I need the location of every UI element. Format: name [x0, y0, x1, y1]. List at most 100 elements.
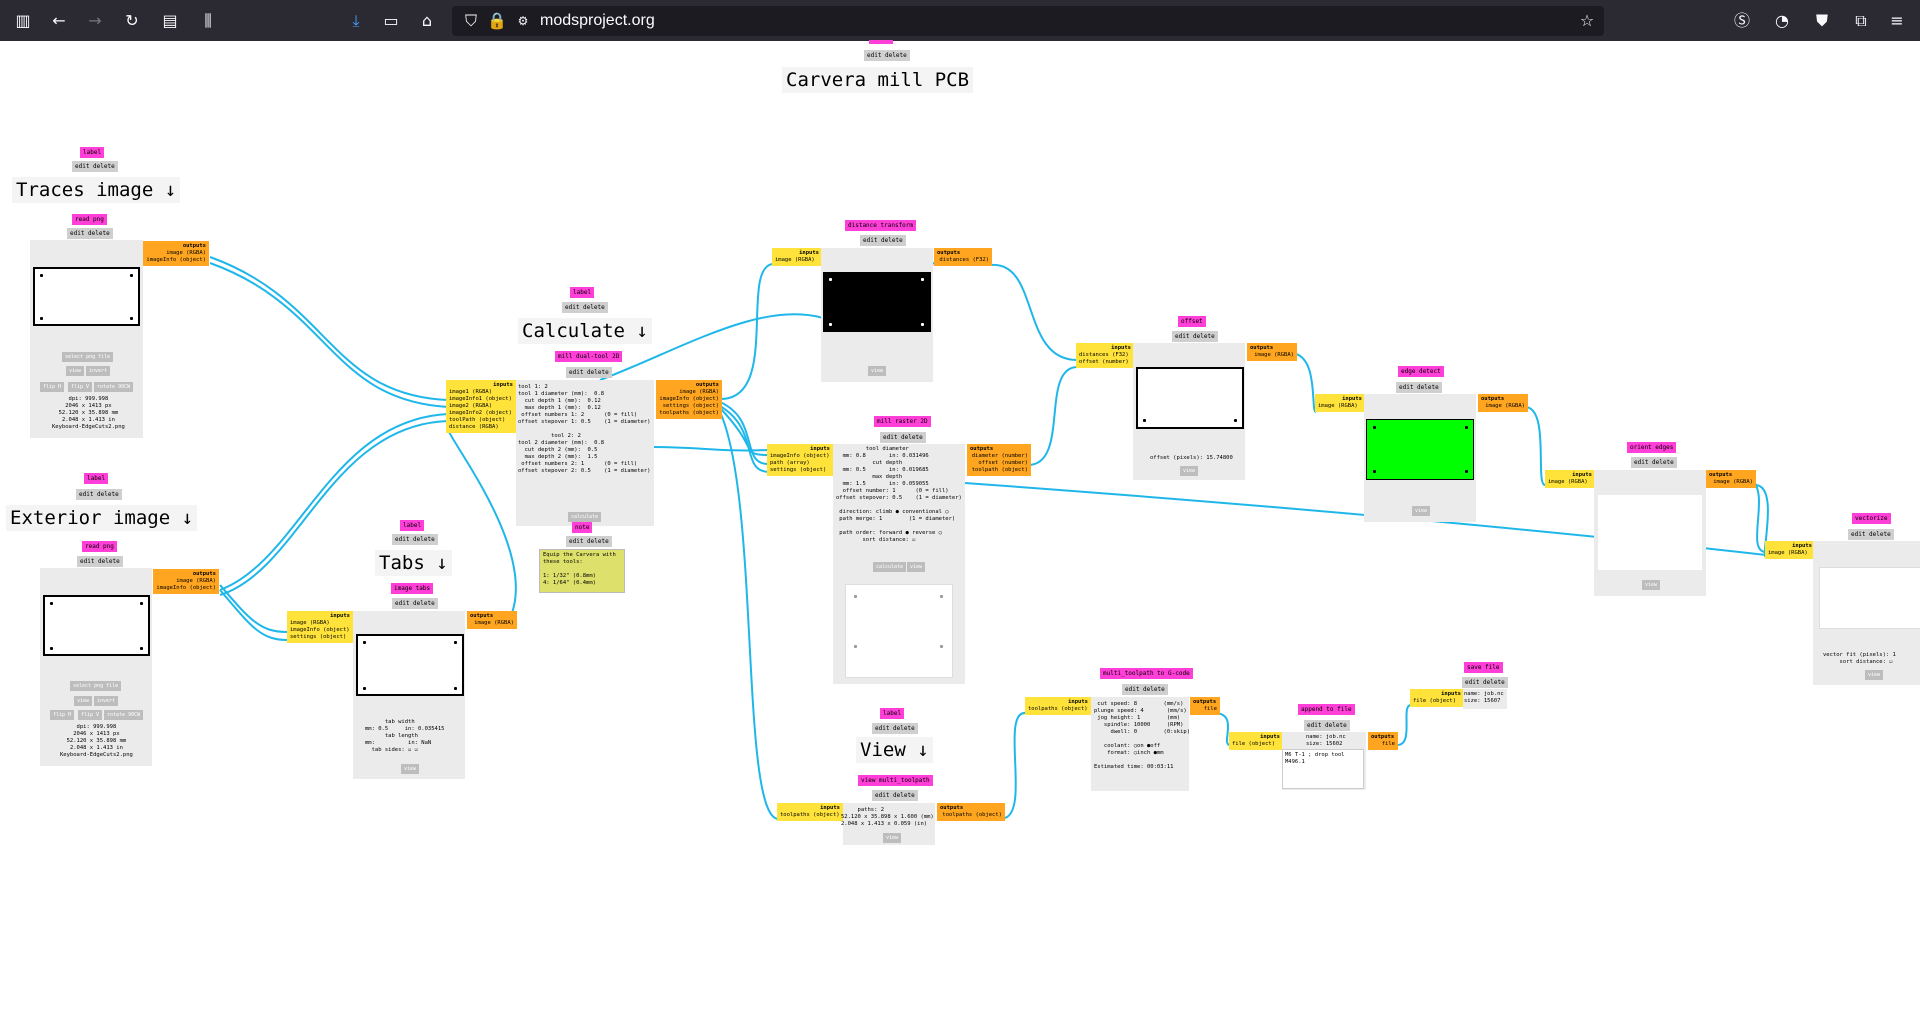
flip-v-button[interactable]: flip V — [78, 710, 103, 720]
view-button[interactable]: view — [868, 366, 887, 376]
append-module: name: job.nc size: 15602 M6 T-1 ; drop t… — [1282, 732, 1366, 790]
edge-detect-module: view — [1364, 394, 1476, 522]
folder-icon[interactable]: ▭ — [383, 11, 399, 30]
invert-button[interactable]: invert — [86, 366, 111, 376]
extension-ublock-icon[interactable]: ⛊ — [1815, 11, 1828, 30]
label-tag[interactable]: label — [80, 147, 105, 158]
label-edit-delete[interactable]: edit delete — [76, 489, 122, 500]
image-tabs-edit-delete[interactable]: edit delete — [392, 598, 438, 609]
gcode-settings: cut speed: 8 (mm/s) plunge speed: 4 (mm/… — [1094, 701, 1191, 770]
orient-edges-edit-delete[interactable]: edit delete — [1631, 457, 1677, 468]
view-toolpath-edit-delete[interactable]: edit delete — [872, 790, 918, 801]
title-edit-delete[interactable]: edit delete — [864, 50, 910, 61]
extensions-icon[interactable]: ⧉ — [1855, 11, 1867, 30]
view-button[interactable]: view — [1865, 670, 1884, 680]
label-tag[interactable]: label — [400, 520, 425, 531]
append-title[interactable]: append to file — [1298, 704, 1355, 715]
save-file-info: name: job.nc size: 15607 — [1464, 691, 1504, 704]
flip-v-button[interactable]: flip V — [68, 382, 93, 392]
save-file-title[interactable]: save file — [1464, 662, 1503, 673]
bookmark-star-icon[interactable]: ☆ — [1579, 11, 1595, 30]
edge-detect-edit-delete[interactable]: edit delete — [1396, 382, 1442, 393]
vectorize-edit-delete[interactable]: edit delete — [1848, 529, 1894, 540]
forward-icon[interactable]: → — [88, 11, 102, 30]
label-edit-delete[interactable]: edit delete — [392, 534, 438, 545]
invert-button[interactable]: invert — [94, 696, 119, 706]
flip-h-button[interactable]: flip H — [40, 382, 65, 392]
orient-edges-title[interactable]: orient edges — [1627, 442, 1677, 453]
shield-icon[interactable]: ⛉ — [464, 11, 477, 30]
mill-dual-edit-delete[interactable]: edit delete — [566, 367, 612, 378]
menu-icon[interactable]: ≡ — [1890, 11, 1904, 30]
view-button[interactable]: view — [74, 696, 93, 706]
offset-title[interactable]: offset — [1178, 316, 1206, 327]
rotate-button[interactable]: rotate 90CW — [104, 710, 144, 720]
view-toolpath-title[interactable]: view multi_toolpath — [858, 775, 933, 786]
extension-s-icon[interactable]: Ⓢ — [1733, 11, 1750, 30]
title-tag[interactable] — [869, 40, 893, 44]
url-text[interactable]: modsproject.org — [540, 12, 655, 29]
select-png-button[interactable]: select png file — [70, 681, 122, 691]
view-button[interactable]: view — [1412, 506, 1431, 516]
distance-transform-title[interactable]: distance transform — [845, 220, 917, 231]
note-text[interactable]: Equip the Carvera with these tools: 1: 1… — [539, 549, 625, 593]
label-edit-delete[interactable]: edit delete — [562, 302, 608, 313]
save-file-edit-delete[interactable]: edit delete — [1462, 677, 1508, 688]
view-button[interactable]: view — [66, 366, 85, 376]
view-button[interactable]: view — [883, 833, 902, 843]
vectorize-title[interactable]: vectorize — [1852, 513, 1891, 524]
mill-dual-title[interactable]: mill dual-tool 2D — [555, 351, 623, 362]
reader-icon[interactable]: ▤ — [162, 11, 178, 30]
orient-preview — [1598, 495, 1702, 570]
note-title[interactable]: note — [572, 522, 593, 533]
read-png-edit-delete[interactable]: edit delete — [67, 228, 113, 239]
label-tag[interactable]: label — [570, 287, 595, 298]
read-png-title[interactable]: read png — [72, 214, 107, 225]
sidebar-icon[interactable]: ▥ — [15, 11, 31, 30]
flip-h-button[interactable]: flip H — [50, 710, 75, 720]
view-button[interactable]: view — [401, 764, 420, 774]
extension-glasses-icon[interactable]: ◔ — [1775, 11, 1789, 30]
mill-raster-edit-delete[interactable]: edit delete — [880, 432, 926, 443]
view-button[interactable]: view — [907, 562, 926, 572]
url-bar[interactable]: ⛉ 🔒 ⚙ modsproject.org ☆ — [452, 6, 1604, 36]
gcode-edit-delete[interactable]: edit delete — [1122, 684, 1168, 695]
mill-raster-title[interactable]: mill raster 2D — [874, 416, 931, 427]
lock-icon[interactable]: 🔒 — [487, 11, 507, 30]
edge-detect-title[interactable]: edge detect — [1398, 366, 1444, 377]
vectorize-settings: vector fit (pixels): 1 sort distance: ☑ — [1823, 652, 1896, 665]
select-png-button[interactable]: select png file — [62, 352, 114, 362]
home-icon[interactable]: ⌂ — [421, 11, 433, 30]
gcode-title[interactable]: multi_toolpath to G-code — [1100, 668, 1193, 679]
read-png-title[interactable]: read png — [82, 541, 117, 552]
label-edit-delete[interactable]: edit delete — [72, 161, 118, 172]
rotate-button[interactable]: rotate 90CW — [94, 382, 134, 392]
view-button[interactable]: view — [1642, 580, 1661, 590]
library-icon[interactable]: ⫼ — [204, 11, 212, 30]
view-button[interactable]: view — [1180, 466, 1199, 476]
calculate-button[interactable]: calculate — [568, 512, 602, 522]
append-edit-delete[interactable]: edit delete — [1304, 720, 1350, 731]
read-png-edit-delete[interactable]: edit delete — [77, 556, 123, 567]
distance-transform-edit-delete[interactable]: edit delete — [860, 235, 906, 246]
calculate-label: Calculate ↓ — [518, 318, 652, 344]
label-tag[interactable]: label — [84, 473, 109, 484]
label-edit-delete[interactable]: edit delete — [872, 723, 918, 734]
offset-edit-delete[interactable]: edit delete — [1172, 331, 1218, 342]
calculate-button[interactable]: calculate — [873, 562, 907, 572]
reload-icon[interactable]: ↻ — [125, 11, 139, 30]
append-text-field[interactable]: M6 T-1 ; drop tool M496.1 — [1282, 749, 1364, 789]
back-icon[interactable]: ← — [52, 11, 66, 30]
note-edit-delete[interactable]: edit delete — [566, 536, 612, 547]
image-tabs-title[interactable]: image tabs — [391, 583, 434, 594]
download-icon[interactable]: ⤓ — [352, 11, 360, 30]
label-tag[interactable]: label — [880, 708, 905, 719]
permissions-icon[interactable]: ⚙ — [517, 14, 529, 28]
